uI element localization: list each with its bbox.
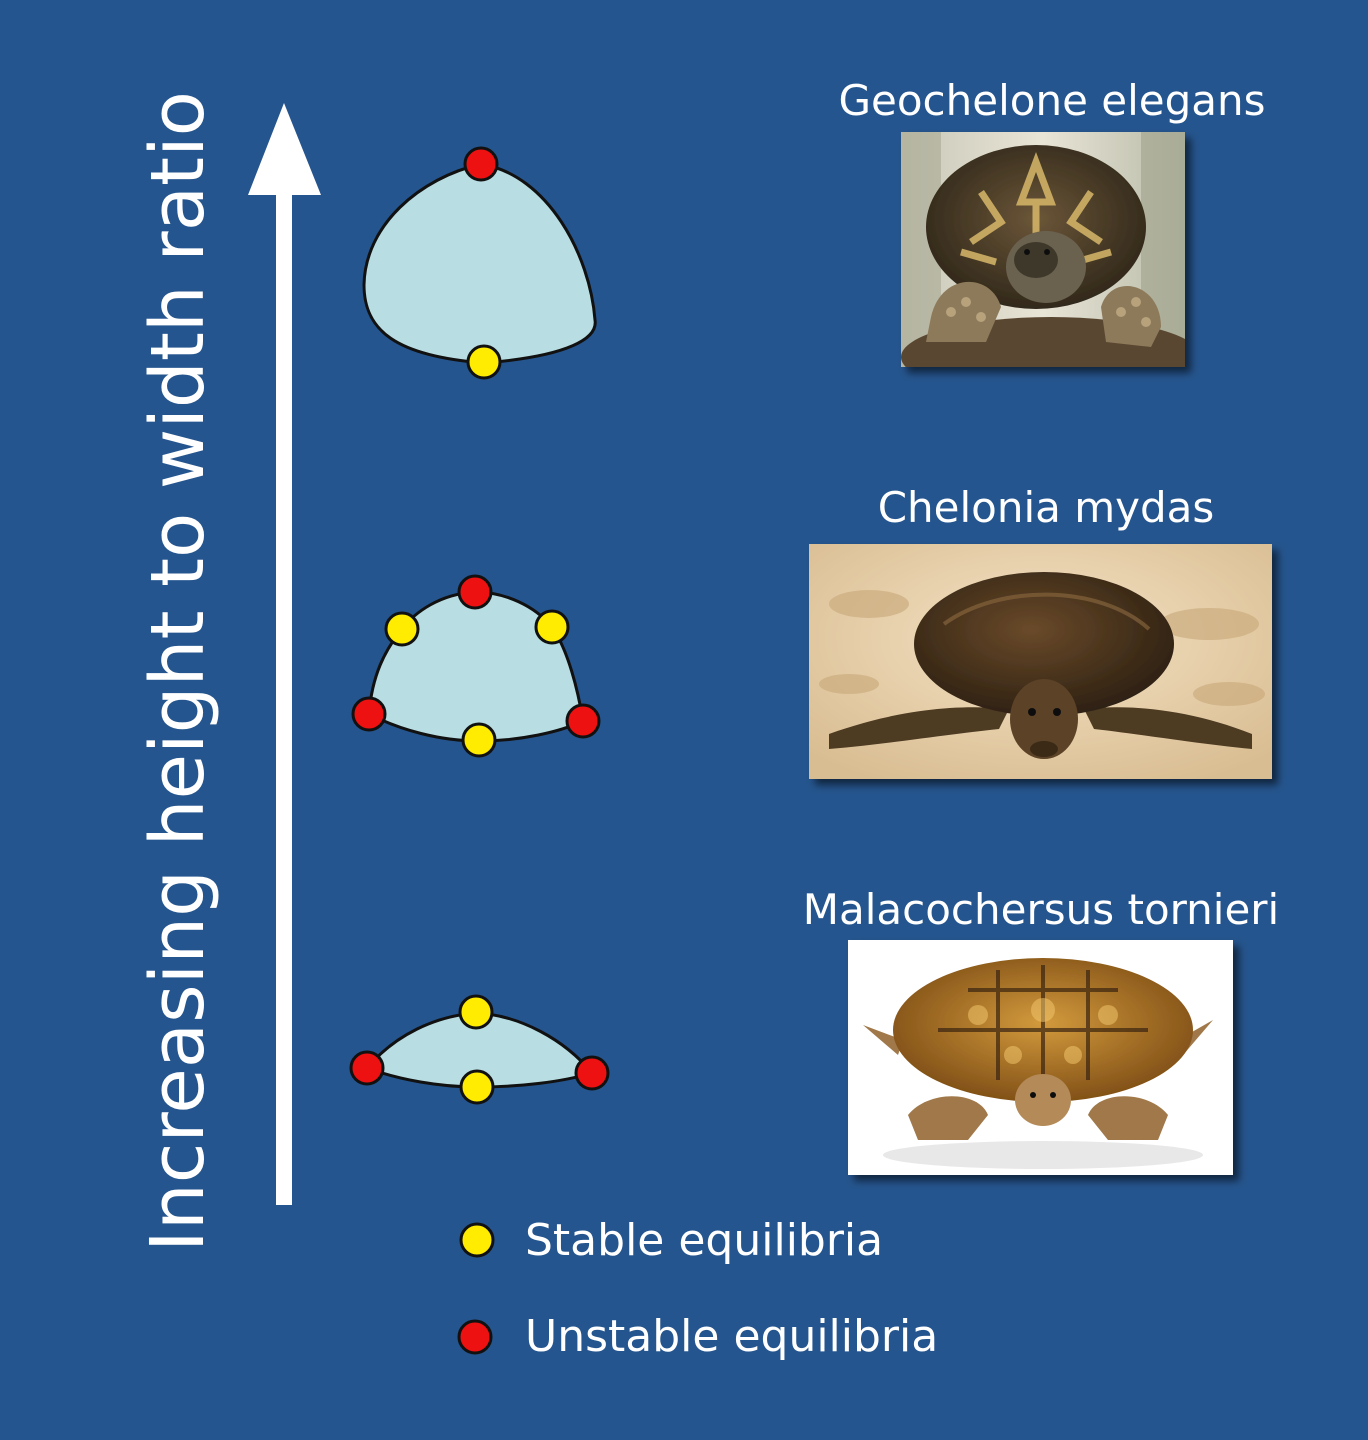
stable-point [459, 1069, 495, 1105]
shell-profile-medium [351, 574, 601, 758]
shell-profile-flat [349, 994, 610, 1105]
unstable-point [349, 1050, 385, 1086]
photo-geochelone-elegans [901, 132, 1185, 367]
legend-stable-marker [459, 1222, 495, 1258]
shell-outline-tall [362, 162, 597, 365]
arrow-shaft [276, 190, 292, 1205]
species-label-chelonia: Chelonia mydas [878, 483, 1215, 532]
legend-unstable-marker [457, 1319, 493, 1355]
legend: Stable equilibria Unstable equilibria [457, 1215, 938, 1362]
stable-point [466, 344, 502, 380]
unstable-point [463, 146, 499, 182]
photo-chelonia-mydas [809, 544, 1272, 779]
height-ratio-arrow [248, 103, 321, 1205]
arrow-head-icon [248, 103, 321, 195]
shell-profile-tall [362, 146, 597, 380]
legend-stable-label: Stable equilibria [525, 1215, 883, 1266]
unstable-point [457, 574, 493, 610]
stable-point [534, 609, 570, 645]
legend-unstable-label: Unstable equilibria [525, 1311, 938, 1362]
unstable-point [565, 703, 601, 739]
unstable-point [574, 1055, 610, 1091]
unstable-point [351, 696, 387, 732]
stable-point [458, 994, 494, 1030]
stable-point [384, 611, 420, 647]
species-label-geochelone: Geochelone elegans [838, 76, 1265, 125]
axis-label: Increasing height to width ratio [135, 91, 221, 1252]
photo-malacochersus-tornieri [848, 940, 1233, 1175]
stable-point [461, 722, 497, 758]
species-label-malacochersus: Malacochersus tornieri [803, 885, 1279, 934]
